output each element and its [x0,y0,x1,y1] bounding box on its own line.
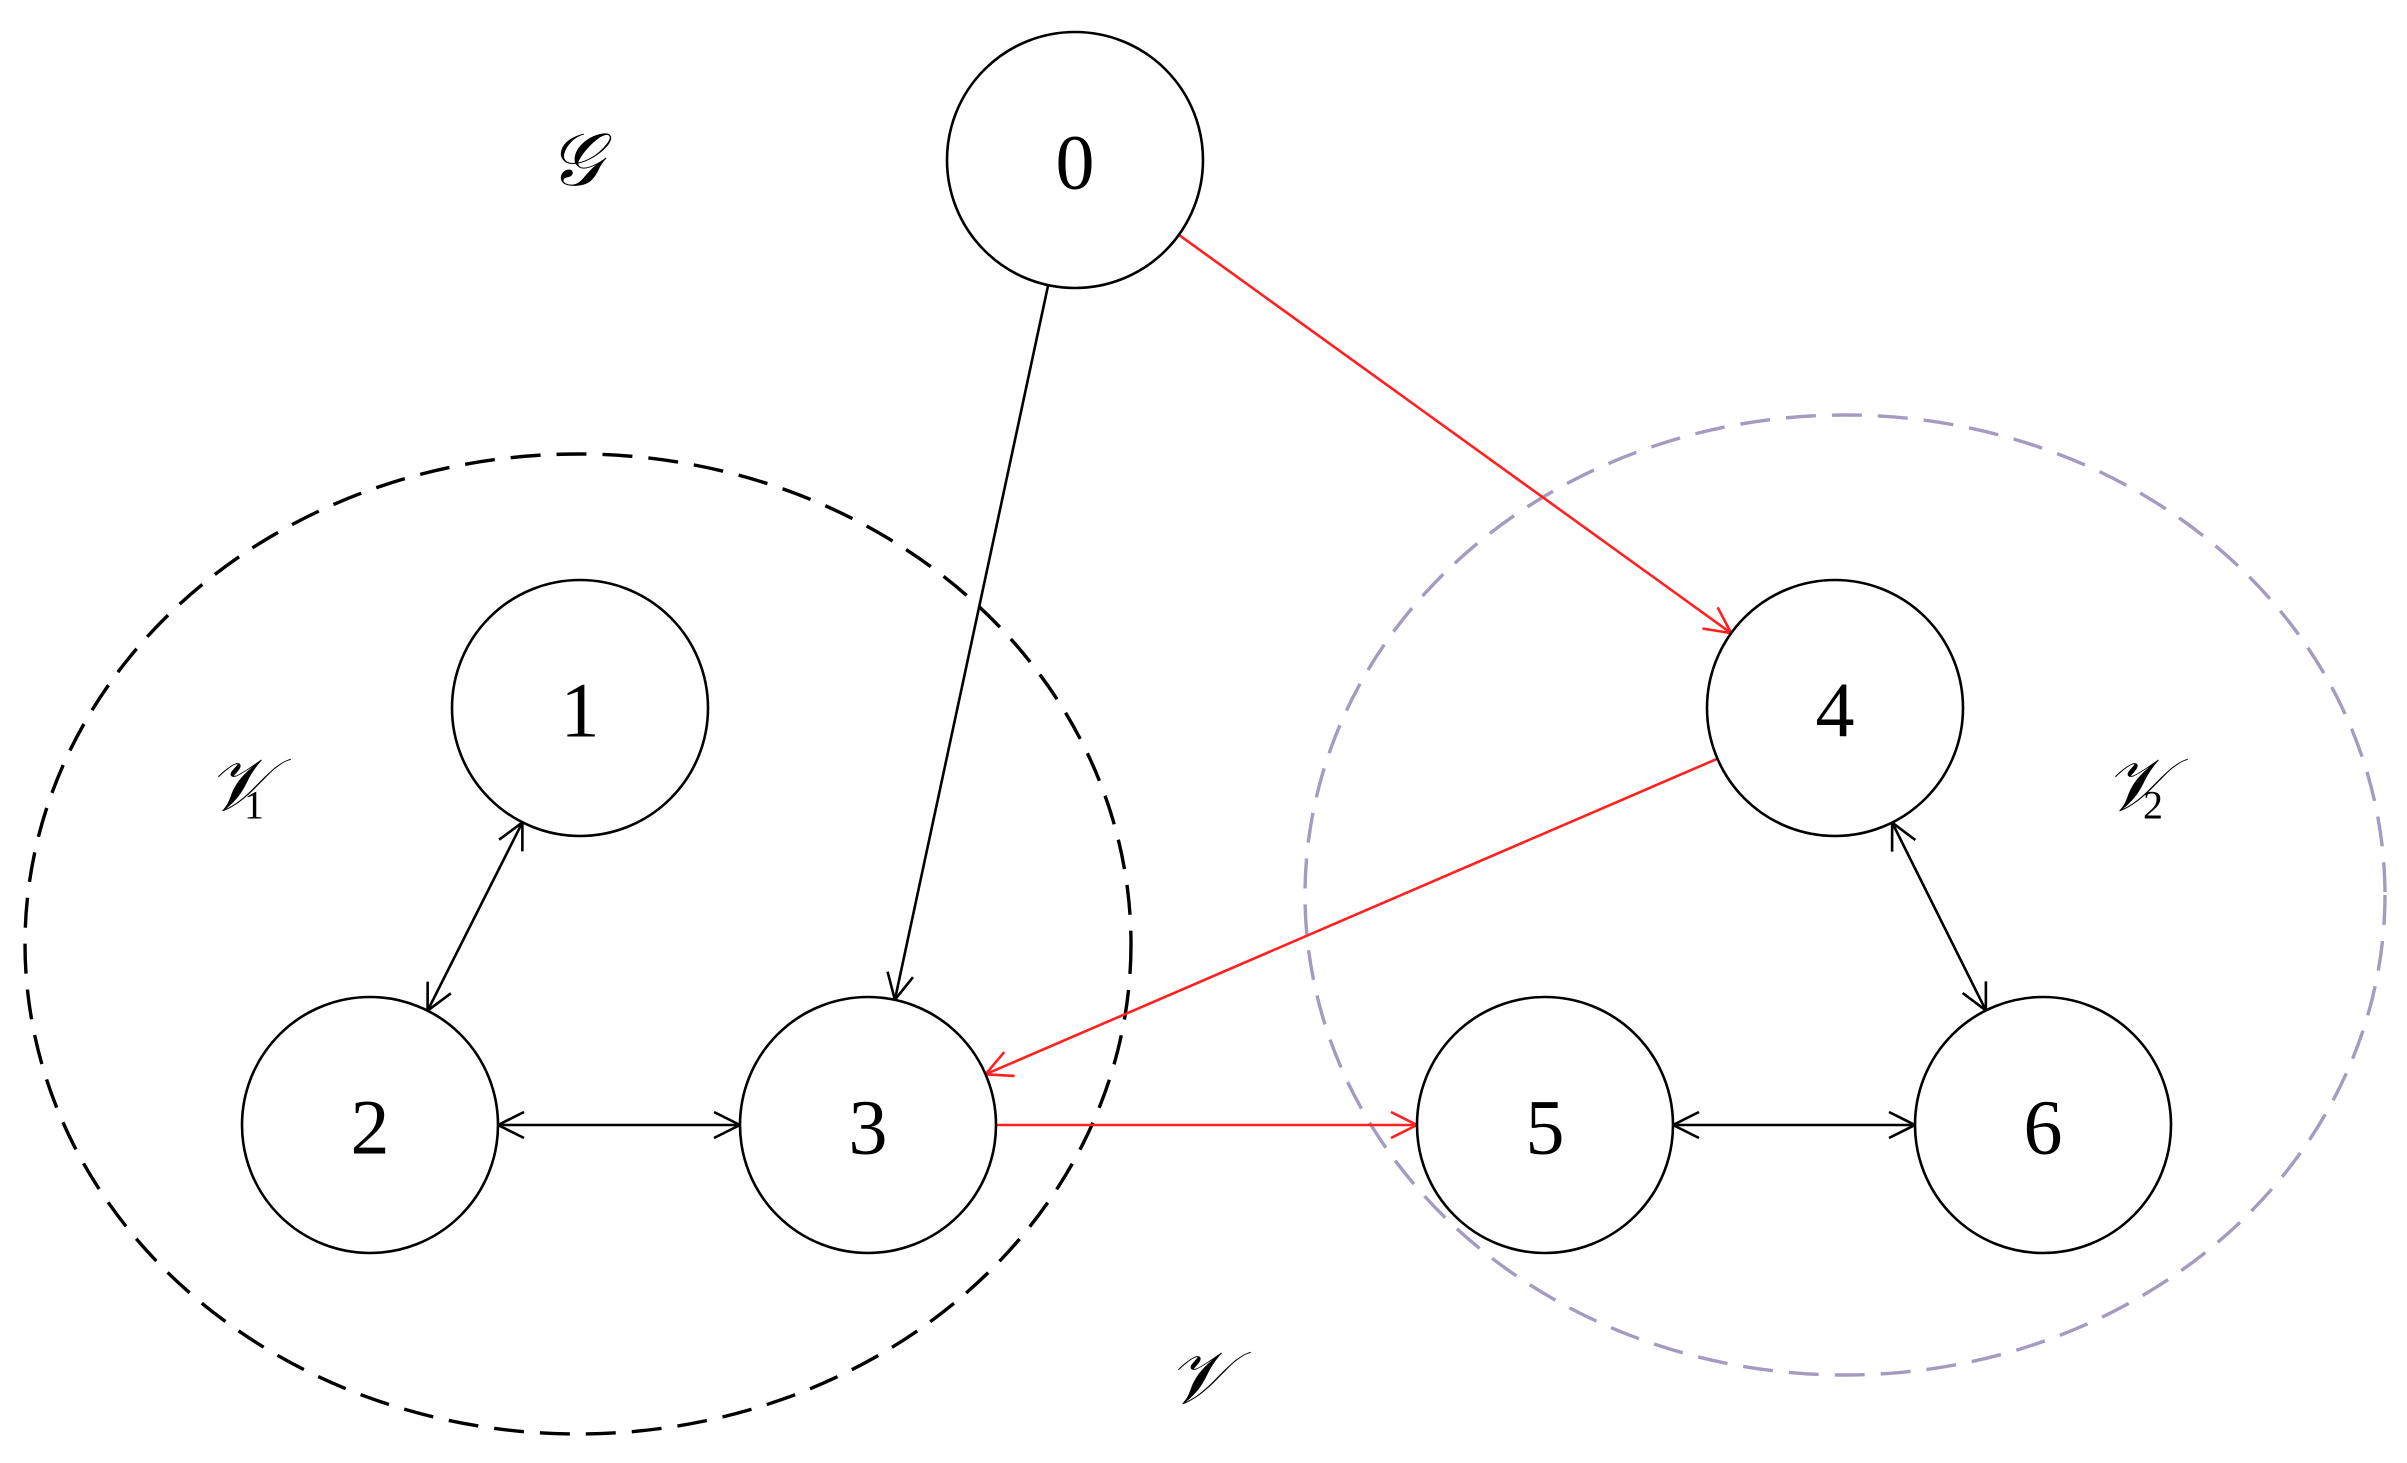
node-3-circle [738,995,998,1255]
region-v2-boundary [1303,413,2387,1377]
edge-4-6-line [1890,821,1988,1012]
node-5-label: 5 [1526,1084,1565,1171]
node-6: 6 [1913,995,2173,1255]
node-1: 1 [450,578,710,838]
node-0-label: 0 [1056,119,1095,206]
node-2: 2 [240,995,500,1255]
node-1-label: 1 [561,667,600,754]
nodes-layer: 0 1 2 3 4 5 6 [240,30,2173,1255]
region-v1-boundary [23,452,1133,1436]
node-2-circle [240,995,500,1255]
edge-1-2 [426,821,524,1012]
edge-3-5 [996,1110,1419,1140]
node-5-circle [1415,995,1675,1255]
node-4-circle [1705,578,1965,838]
node-6-label: 6 [2024,1084,2063,1171]
node-2-label: 2 [351,1084,390,1171]
edge-0-4 [1178,233,1733,635]
edges-layer [426,233,1988,1140]
edge-0-3 [886,284,1050,1002]
edge-4-3-line [985,757,1718,1076]
graph-label: 𝒢 [549,117,613,203]
region-v2-label: 𝒱 2 [2104,742,2188,828]
edge-4-6 [1890,821,1988,1012]
node-5: 5 [1415,995,1675,1255]
region-v1-label-subscript: 1 [244,783,264,828]
region-v2-label-subscript: 2 [2143,783,2163,828]
node-4-label: 4 [1816,667,1855,754]
edge-0-4-line [1178,233,1732,635]
node-4: 4 [1705,578,1965,838]
edge-0-3-line [893,284,1050,1001]
node-6-circle [1913,995,2173,1255]
region-v1-label: 𝒱 1 [207,742,291,828]
node-3: 3 [738,995,998,1255]
edge-2-3 [496,1110,742,1140]
edge-5-6 [1671,1110,1917,1140]
set-v-label: 𝒱 [1167,1335,1251,1421]
node-1-circle [450,578,710,838]
edge-1-2-line [426,821,524,1012]
node-3-label: 3 [849,1084,888,1171]
node-0-circle [945,30,1205,290]
node-0: 0 [945,30,1205,290]
